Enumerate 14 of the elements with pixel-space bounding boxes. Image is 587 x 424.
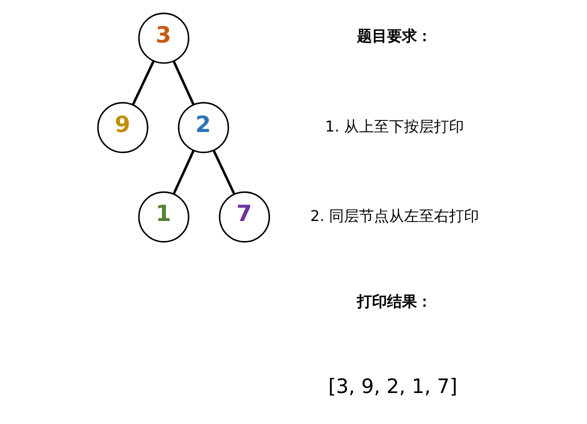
node-circle: 9 <box>97 102 148 154</box>
node-circle: 7 <box>218 191 270 243</box>
label: 2. 同层节点从左至右打印 <box>310 206 480 225</box>
label: 打印结果： <box>356 292 432 310</box>
connector <box>132 60 155 106</box>
node-circle: 2 <box>178 102 230 154</box>
connector <box>212 150 236 194</box>
label: 题目要求： <box>356 26 432 45</box>
node-circle: 3 <box>138 12 190 64</box>
label: [3, 9, 2, 1, 7] <box>328 375 458 398</box>
node-circle: 1 <box>138 191 190 243</box>
connector <box>172 150 195 195</box>
label: 1. 从上至下按层打印 <box>325 117 464 136</box>
connector <box>172 60 195 106</box>
